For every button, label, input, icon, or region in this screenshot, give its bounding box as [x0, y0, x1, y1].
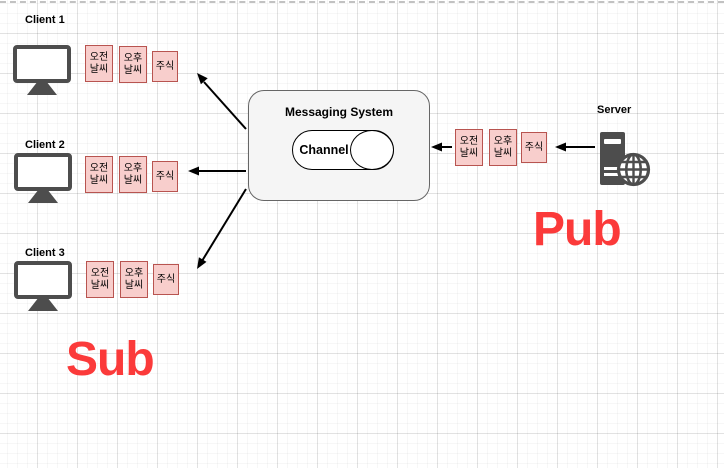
client1-topic-afternoon-weather[interactable]: 오후 날씨	[119, 46, 147, 83]
server-slot	[604, 139, 621, 144]
client1-topic-stock[interactable]: 주식	[152, 51, 178, 82]
messaging-system-title: Messaging System	[284, 105, 394, 119]
client3-topic-morning-weather[interactable]: 오전 날씨	[86, 261, 114, 298]
monitor-icon[interactable]	[13, 45, 71, 95]
client1-label: Client 1	[25, 14, 65, 26]
server-line	[604, 173, 619, 176]
monitor-stand	[28, 298, 58, 311]
pub-label[interactable]: Pub	[533, 203, 622, 256]
arrow-messaging-to-client3[interactable]	[197, 188, 247, 269]
client2-topic-morning-weather[interactable]: 오전 날씨	[85, 156, 113, 193]
server-topic-stock[interactable]: 주식	[521, 132, 547, 163]
channel-cylinder[interactable]: Channel	[292, 130, 394, 170]
client2-label: Client 2	[25, 139, 65, 151]
sub-label[interactable]: Sub	[66, 333, 155, 386]
arrow-topics-to-messaging[interactable]	[431, 142, 452, 152]
client1-topic-morning-weather[interactable]: 오전 날씨	[85, 45, 113, 82]
client2-topic-stock[interactable]: 주식	[152, 161, 178, 192]
client3-label: Client 3	[25, 247, 65, 259]
server-line	[604, 167, 619, 170]
client3-topic-afternoon-weather[interactable]: 오후 날씨	[120, 261, 148, 298]
server-topic-morning-weather[interactable]: 오전 날씨	[455, 129, 483, 166]
client3-topic-stock[interactable]: 주식	[153, 264, 179, 295]
monitor-icon[interactable]	[14, 261, 72, 311]
arrow-messaging-to-client2[interactable]	[188, 166, 246, 176]
monitor-screen	[14, 261, 72, 299]
monitor-stand	[28, 190, 58, 203]
server-topic-afternoon-weather[interactable]: 오후 날씨	[489, 129, 517, 166]
monitor-stand	[27, 82, 57, 95]
channel-label: Channel	[299, 143, 349, 157]
monitor-icon[interactable]	[14, 153, 72, 203]
arrow-server-to-topics[interactable]	[555, 142, 595, 152]
monitor-screen	[13, 45, 71, 83]
globe-icon	[616, 152, 651, 187]
channel-cylinder-cap	[350, 130, 394, 170]
page-boundary-line	[0, 1, 724, 3]
client2-topic-afternoon-weather[interactable]: 오후 날씨	[119, 156, 147, 193]
messaging-system-box[interactable]: Messaging System	[248, 90, 430, 201]
monitor-screen	[14, 153, 72, 191]
server-label: Server	[597, 104, 632, 116]
arrow-messaging-to-client1[interactable]	[197, 73, 247, 130]
